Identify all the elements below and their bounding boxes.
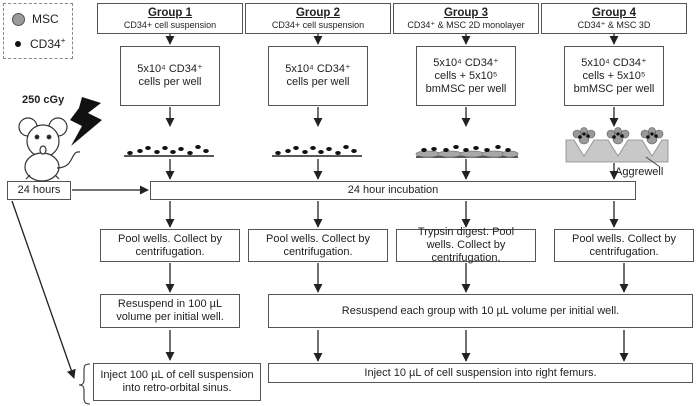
legend-cd34-sup: + xyxy=(60,36,66,45)
group-2-cells-box: 5x10⁴ CD34⁺ cells per well xyxy=(268,46,368,106)
group-3-header: Group 3 CD34⁺ & MSC 2D monolayer xyxy=(393,3,539,34)
group-1-inject-box: Inject 100 µL of cell suspension into re… xyxy=(93,363,261,401)
legend-cd34: CD34+ xyxy=(12,36,65,51)
group-2-cells: 5x10⁴ CD34⁺ cells per well xyxy=(285,63,351,88)
group-1-cells: 5x10⁴ CD34⁺ cells per well xyxy=(137,63,203,88)
group-1-header: Group 1 CD34+ cell suspension xyxy=(97,3,243,34)
irradiation-dose: 250 cGy xyxy=(22,94,65,106)
group-4-cells: 5x10⁴ CD34⁺ cells + 5x10⁵ bmMSC per well xyxy=(573,56,655,95)
group-3-culture xyxy=(415,145,519,158)
others-resuspend-box: Resuspend each group with 10 µL volume p… xyxy=(268,294,693,328)
cd34-symbol-icon xyxy=(15,40,21,47)
group-3-cells-box: 5x10⁴ CD34⁺ cells + 5x10⁵ bmMSC per well xyxy=(416,46,516,106)
legend-msc: MSC xyxy=(12,12,59,26)
injection-bracket xyxy=(78,363,91,405)
mouse-icon xyxy=(18,117,81,182)
group-1-inject: Inject 100 µL of cell suspension into re… xyxy=(100,369,254,394)
group-4-collect-box: Pool wells. Collect by centrifugation. xyxy=(554,229,694,262)
group-3-cells: 5x10⁴ CD34⁺ cells + 5x10⁵ bmMSC per well xyxy=(425,56,507,95)
group-1-desc: CD34+ cell suspension xyxy=(123,20,217,30)
lightning-icon xyxy=(70,97,102,146)
group-3-title: Group 3 xyxy=(443,7,489,19)
group-4-title: Group 4 xyxy=(591,7,637,19)
others-resuspend: Resuspend each group with 10 µL volume p… xyxy=(341,304,620,317)
others-inject-box: Inject 10 µL of cell suspension into rig… xyxy=(268,363,693,383)
time-box: 24 hours xyxy=(7,181,71,200)
group-1-culture xyxy=(124,145,214,157)
group-1-collect-box: Pool wells. Collect by centrifugation. xyxy=(100,229,240,262)
group-3-collect: Trypsin digest. Pool wells. Collect by c… xyxy=(417,226,515,264)
group-2-header: Group 2 CD34+ cell suspension xyxy=(245,3,391,34)
group-1-collect: Pool wells. Collect by centrifugation. xyxy=(118,232,222,258)
group-1-resuspend: Resuspend in 100 µL volume per initial w… xyxy=(116,298,224,323)
group-2-collect-box: Pool wells. Collect by centrifugation. xyxy=(248,229,388,262)
group-4-desc: CD34⁺ & MSC 3D xyxy=(577,20,651,30)
group-1-cells-box: 5x10⁴ CD34⁺ cells per well xyxy=(120,46,220,106)
group-2-collect: Pool wells. Collect by centrifugation. xyxy=(266,232,370,258)
legend-msc-label: MSC xyxy=(32,12,59,26)
group-3-desc: CD34⁺ & MSC 2D monolayer xyxy=(407,20,525,30)
group-4-cells-box: 5x10⁴ CD34⁺ cells + 5x10⁵ bmMSC per well xyxy=(564,46,664,106)
legend-cd34-label: CD34 xyxy=(30,37,61,51)
group-3-collect-box: Trypsin digest. Pool wells. Collect by c… xyxy=(396,226,536,264)
aggrewell-label: Aggrewell xyxy=(615,166,664,178)
group-1-resuspend-box: Resuspend in 100 µL volume per initial w… xyxy=(100,294,240,328)
group-2-title: Group 2 xyxy=(295,7,341,19)
legend-box: MSC CD34+ xyxy=(3,3,73,59)
time-label: 24 hours xyxy=(17,184,61,196)
incubation-box: 24 hour incubation xyxy=(150,181,636,200)
incubation-label: 24 hour incubation xyxy=(347,184,439,196)
arrow-to-injection xyxy=(11,200,76,379)
group-4-header: Group 4 CD34⁺ & MSC 3D xyxy=(541,3,687,34)
group-2-desc: CD34+ cell suspension xyxy=(271,20,365,30)
msc-symbol-icon xyxy=(12,12,25,26)
group-4-culture xyxy=(565,127,669,168)
group-4-collect: Pool wells. Collect by centrifugation. xyxy=(572,232,676,258)
group-1-title: Group 1 xyxy=(147,7,193,19)
group-2-culture xyxy=(272,145,362,157)
others-inject: Inject 10 µL of cell suspension into rig… xyxy=(364,366,597,379)
